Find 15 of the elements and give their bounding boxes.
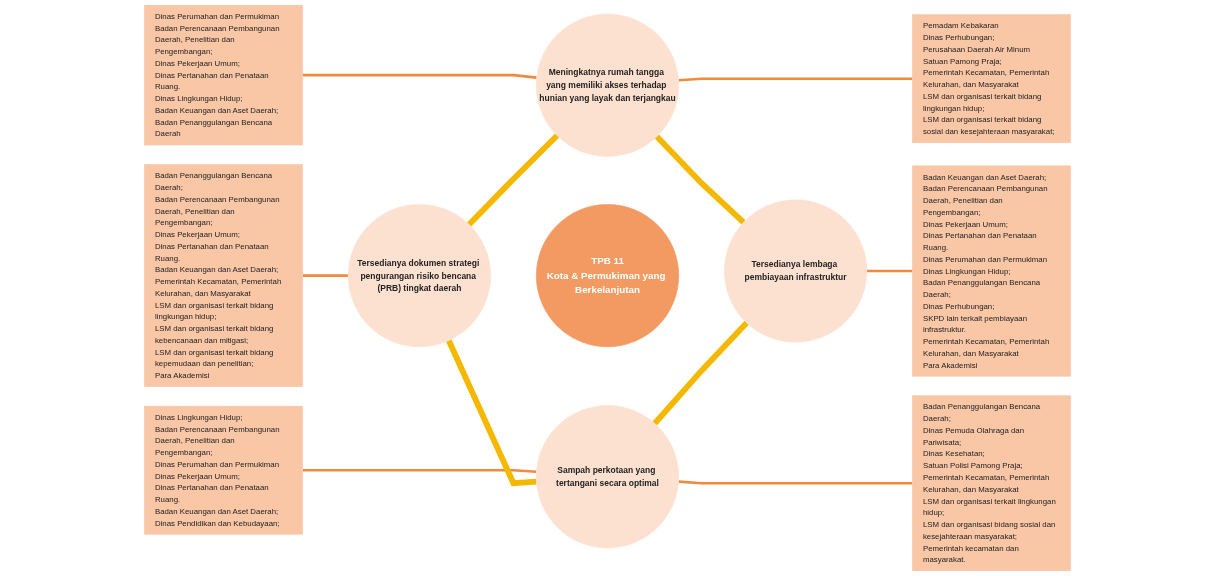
connector: [652, 320, 749, 426]
node-circle: TPB 11 Kota & Permukiman yang Berkelanjutan: [536, 204, 679, 348]
connector: [678, 480, 913, 485]
connector: [866, 269, 913, 273]
connector: [466, 133, 560, 227]
connector: [678, 77, 913, 82]
node-circle: Sampah perkotaan yang tertangani secara optimal: [536, 405, 679, 549]
connector: [302, 73, 537, 79]
connector: [302, 274, 349, 277]
connector: [302, 468, 537, 474]
connector: [654, 134, 746, 225]
node-circle: Meningkatnya rumah tangga yang memiliki akses terhadap hunian yang layak dan terjangkau: [536, 13, 679, 157]
node-circle: Tersedianya dokumen strategi pengurangan risiko bencana (PRB) tingkat daerah: [347, 204, 491, 348]
connector: [446, 339, 537, 487]
node-circle: Tersedianya lembaga pembiayaan infrastruktur: [724, 199, 868, 343]
